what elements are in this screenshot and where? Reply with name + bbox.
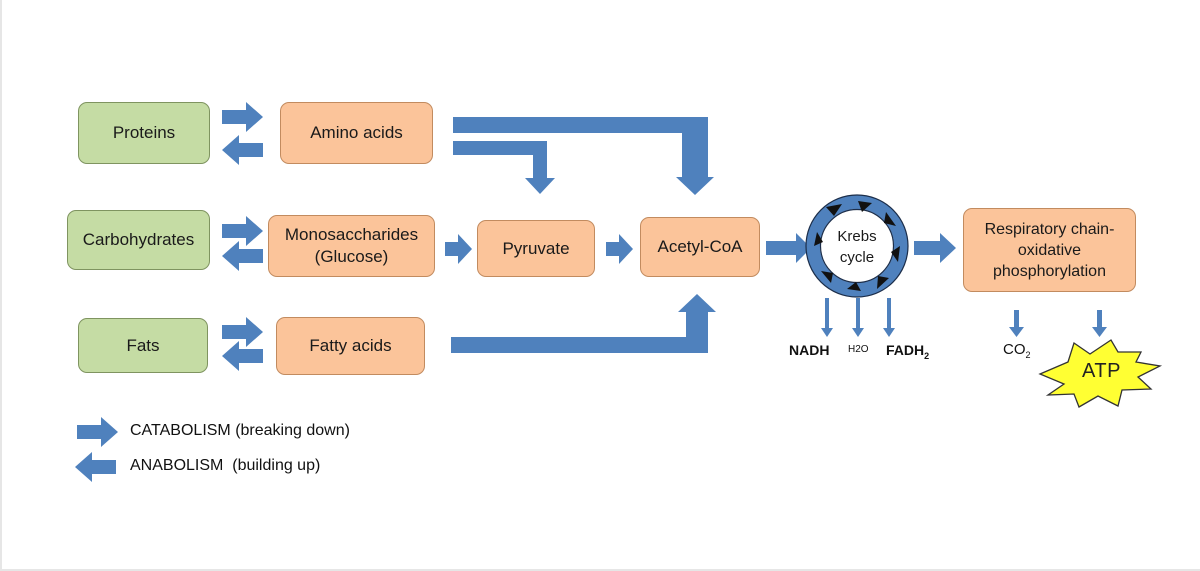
fadh2-arrow — [883, 298, 895, 337]
legend-catabolism-label: CATABOLISM (breaking down) — [130, 422, 350, 439]
respiratory-chain-box: Respiratory chain- oxidative phosphoryla… — [963, 208, 1136, 292]
carbohydrates-label: Carbohydrates — [82, 230, 195, 249]
nadh-arrow — [821, 298, 833, 337]
catabolism-arrow-carbohydrates — [222, 216, 263, 246]
fats-label: Fats — [126, 335, 160, 355]
legend-anabolism-label: ANABOLISM (building up) — [130, 457, 321, 474]
co2-base: CO — [1003, 341, 1026, 358]
catabolism-arrow-proteins — [222, 102, 263, 132]
krebs-to-respiratory-arrow — [914, 233, 956, 263]
krebs-cycle-label-box: Krebs cycle — [822, 224, 892, 270]
co2-subscript: 2 — [1025, 350, 1031, 360]
acetyl-coa-box: Acetyl-CoA — [640, 217, 760, 277]
pyruvate-to-acetyl-coa-arrow — [606, 234, 633, 264]
acetyl-coa-label: Acetyl-CoA — [657, 237, 743, 256]
atp-burst-shape — [1038, 339, 1163, 408]
nadh-label: NADH — [789, 342, 830, 358]
anabolism-arrow-fatty-acids — [222, 341, 263, 371]
monosaccharides-box: Monosaccharides (Glucose) — [268, 215, 435, 277]
krebs-cycle-direction-marks — [814, 201, 900, 291]
h2o-label: H2O — [848, 344, 869, 355]
amino-acids-to-acetyl-coa-arrow — [453, 117, 714, 195]
fatty-acids-to-acetyl-coa-arrow — [451, 294, 716, 353]
fadh2-label: FADH2 — [886, 342, 929, 361]
krebs-cycle-ring — [805, 194, 909, 298]
pyruvate-label: Pyruvate — [502, 238, 570, 258]
fatty-acids-label: Fatty acids — [309, 336, 392, 355]
monosaccharides-to-pyruvate-arrow — [445, 234, 472, 264]
anabolism-arrow-monosaccharides — [222, 241, 263, 271]
amino-acids-to-pyruvate-arrow — [453, 141, 555, 194]
pyruvate-box: Pyruvate — [477, 220, 595, 277]
catabolism-arrow-fats — [222, 317, 263, 347]
krebs-cycle-label: Krebs cycle — [837, 228, 877, 266]
amino-acids-box: Amino acids — [280, 102, 433, 164]
atp-label: ATP — [1082, 360, 1121, 382]
h2o-arrow — [852, 298, 864, 337]
fats-box: Fats — [78, 318, 208, 373]
fadh2-subscript: 2 — [924, 350, 930, 361]
respiratory-chain-label: Respiratory chain- oxidative phosphoryla… — [984, 220, 1115, 280]
amino-acids-label: Amino acids — [310, 123, 403, 142]
proteins-label: Proteins — [112, 123, 176, 142]
carbohydrates-box: Carbohydrates — [67, 210, 210, 270]
anabolism-arrow-amino-acids — [222, 135, 263, 165]
co2-label: CO2 — [1003, 341, 1031, 360]
fatty-acids-box: Fatty acids — [276, 317, 425, 375]
legend-anabolism-arrow — [75, 452, 116, 482]
fadh2-base: FADH — [886, 342, 925, 358]
co2-arrow — [1009, 310, 1024, 337]
monosaccharides-label: Monosaccharides (Glucose) — [284, 225, 419, 266]
acetyl-coa-to-krebs-arrow — [766, 233, 811, 263]
legend-catabolism-arrow — [77, 417, 118, 447]
proteins-box: Proteins — [78, 102, 210, 164]
atp-arrow — [1092, 310, 1107, 337]
